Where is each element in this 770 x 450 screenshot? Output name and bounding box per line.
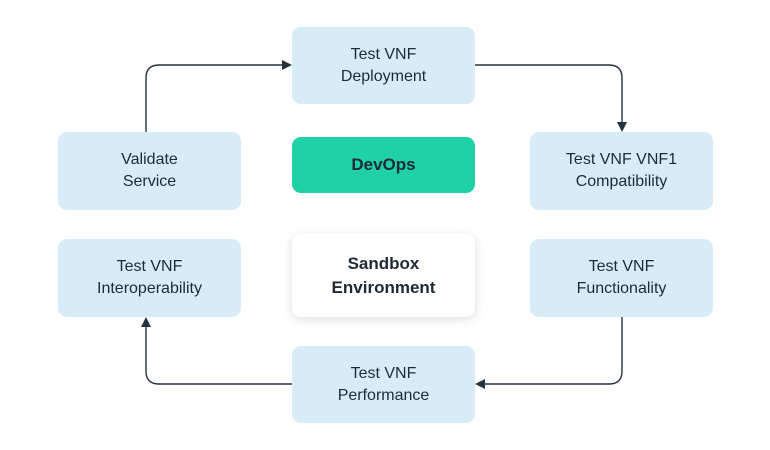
arrowhead-to-performance [475, 379, 485, 389]
step-label-line-1: Test VNF VNF1 [565, 151, 678, 168]
connector-functionality-to-performance [484, 317, 623, 385]
connector-deployment-to-compatibility [475, 64, 623, 123]
step-label-line-2: Compatibility [575, 173, 668, 190]
step-test-vnf-interoperability: Test VNF Interoperability [58, 239, 241, 317]
step-label-line-2: Performance [337, 386, 430, 404]
step-label-line-1: Validate [121, 151, 178, 168]
step-label-line-1: Test VNF [350, 364, 417, 382]
connector-performance-to-interoperability [145, 326, 292, 385]
step-label-line-1: Test VNF [588, 258, 655, 275]
arrowhead-to-interoperability [141, 317, 151, 327]
step-label-line-1: Test VNF [350, 45, 417, 63]
step-label-line-2: Interoperability [97, 280, 202, 297]
step-test-vnf-performance: Test VNF Performance [292, 346, 475, 423]
connector-validate-to-deployment [145, 64, 283, 132]
step-label-line-2: Deployment [340, 67, 427, 85]
sandbox-label-line-2: Environment [331, 277, 436, 297]
arrowhead-to-compatibility [617, 122, 627, 132]
arrowhead-to-deployment [282, 60, 292, 70]
step-test-vnf-deployment: Test VNF Deployment [292, 27, 475, 104]
sandbox-environment-card: Sandbox Environment [292, 234, 475, 317]
sandbox-label-line-1: Sandbox [347, 253, 420, 273]
step-label-line-1: Test VNF [116, 258, 183, 275]
step-label-line-2: Service [122, 173, 177, 190]
step-test-vnf-compatibility: Test VNF VNF1 Compatibility [530, 132, 713, 210]
step-test-vnf-functionality: Test VNF Functionality [530, 239, 713, 317]
devops-label: DevOps [351, 155, 416, 174]
step-validate-service: Validate Service [58, 132, 241, 210]
devops-badge: DevOps [292, 137, 475, 193]
step-label-line-2: Functionality [576, 280, 667, 297]
